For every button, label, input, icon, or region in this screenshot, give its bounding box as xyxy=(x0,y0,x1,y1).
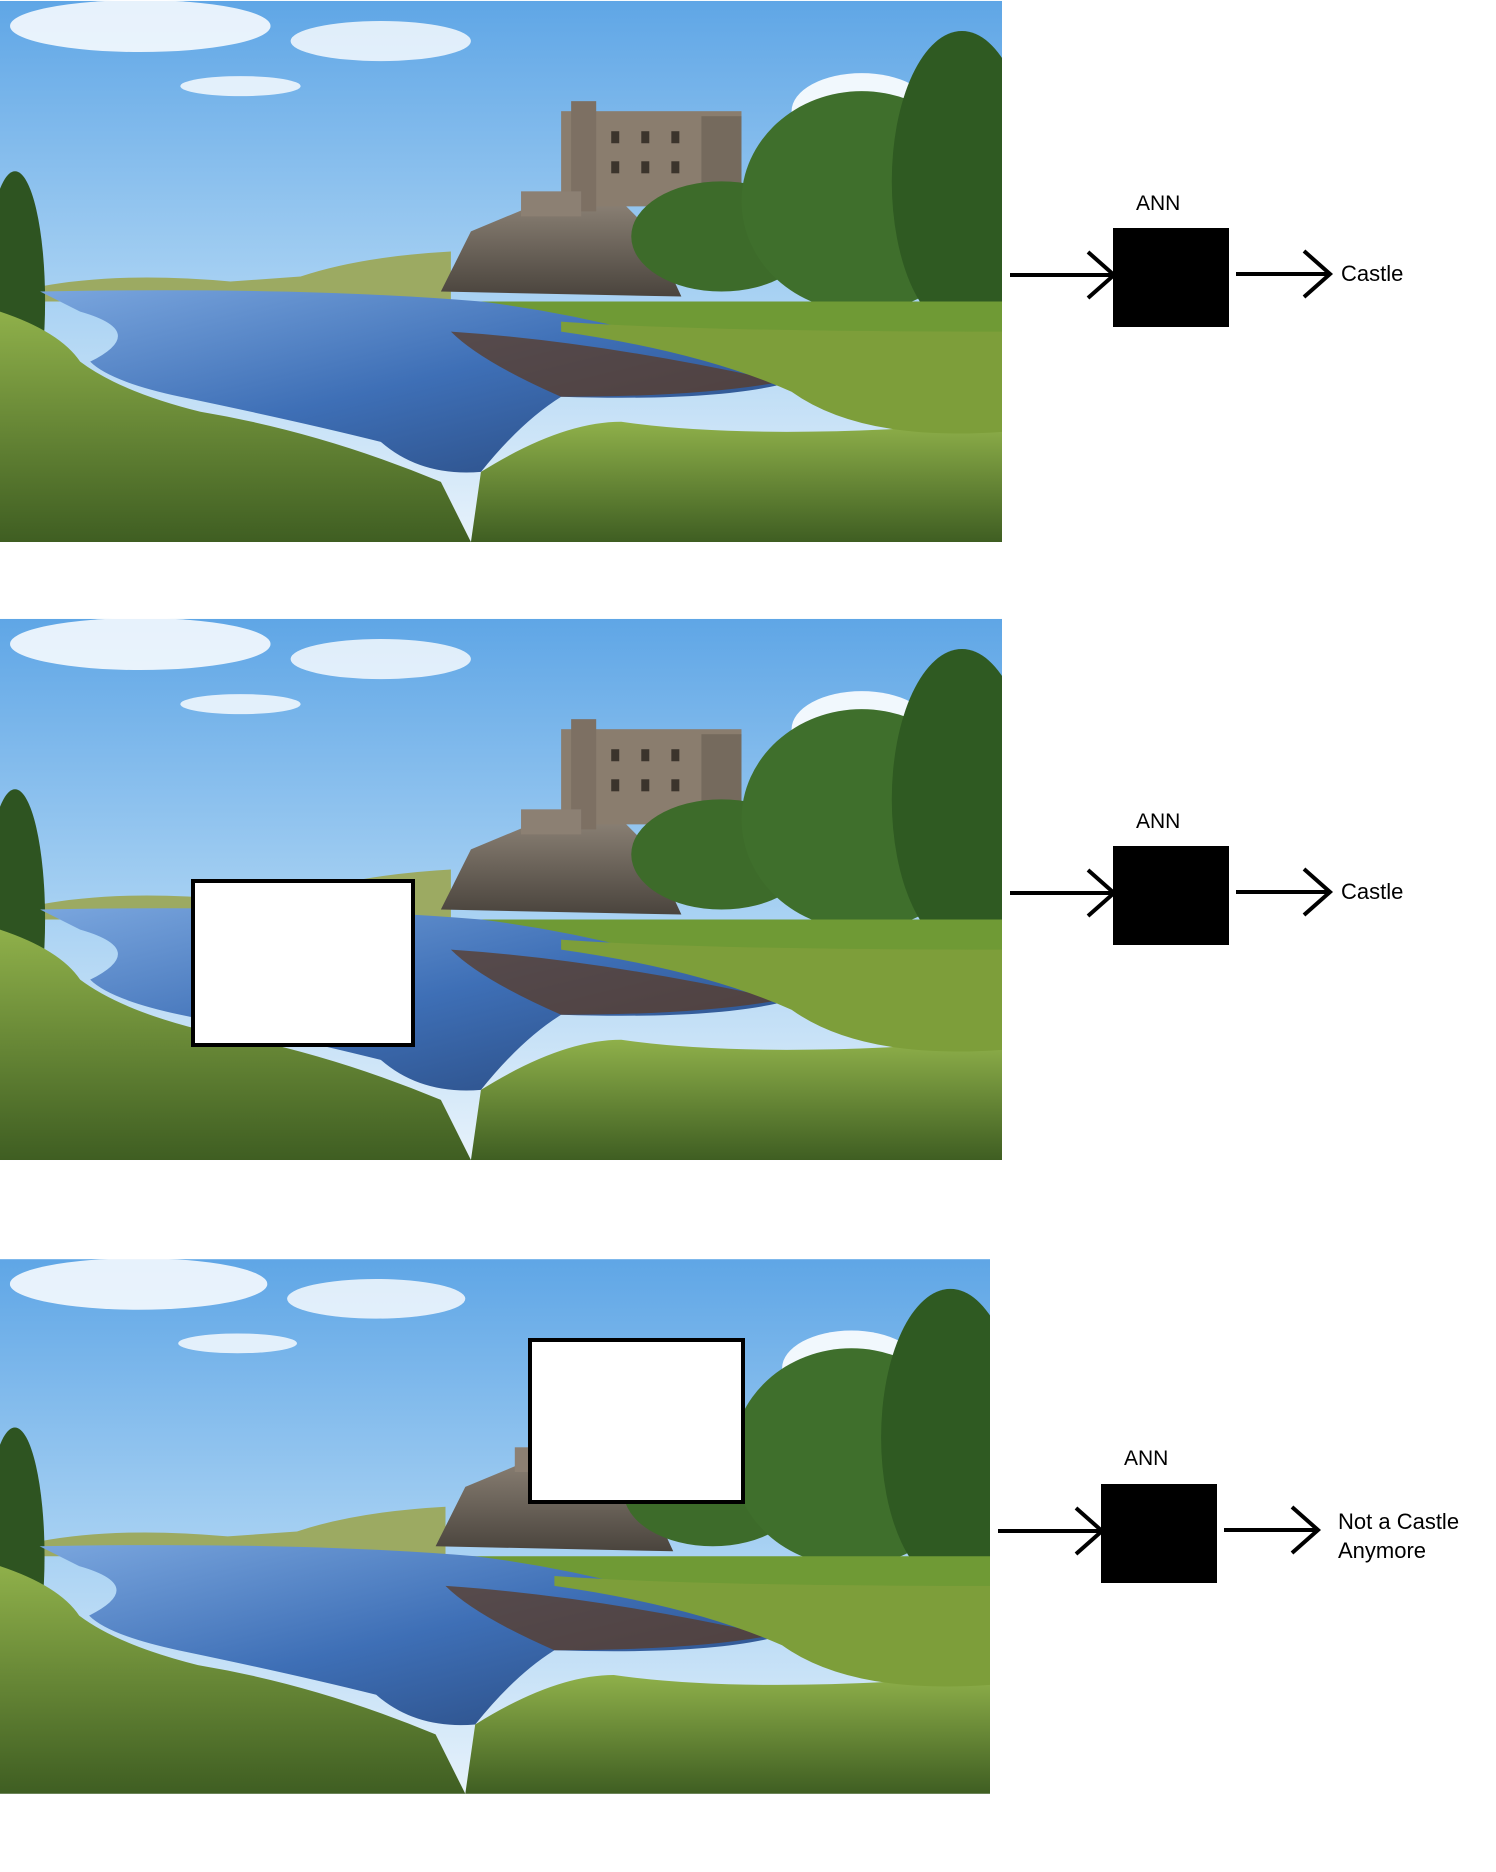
output-arrow xyxy=(1224,1505,1322,1555)
castle-landscape-photo xyxy=(0,618,1002,1161)
ann-label: ANN xyxy=(1124,1447,1169,1470)
castle-landscape-photo xyxy=(0,1255,990,1798)
output-arrow xyxy=(1236,249,1334,299)
ann-black-box xyxy=(1113,228,1229,327)
castle-landscape-photo xyxy=(0,0,1002,543)
ann-black-box xyxy=(1113,846,1229,945)
row-occluded-lake: ANN Castle xyxy=(0,618,1496,1163)
ann-label: ANN xyxy=(1136,192,1181,215)
input-arrow xyxy=(1010,868,1118,918)
ann-black-box xyxy=(1101,1484,1217,1583)
occlusion-box xyxy=(191,879,415,1047)
output-arrow xyxy=(1236,867,1334,917)
input-arrow xyxy=(998,1506,1106,1556)
ann-output-label: Castle xyxy=(1341,261,1404,286)
row-occluded-castle: ANN Not a Castle Anymore xyxy=(0,1255,1496,1800)
ann-output-label: Castle xyxy=(1341,879,1404,904)
input-arrow xyxy=(1010,250,1118,300)
row-original: ANN Castle xyxy=(0,0,1496,545)
occlusion-box xyxy=(528,1338,745,1504)
ann-output-label: Not a Castle Anymore xyxy=(1338,1509,1460,1563)
ann-label: ANN xyxy=(1136,810,1181,833)
